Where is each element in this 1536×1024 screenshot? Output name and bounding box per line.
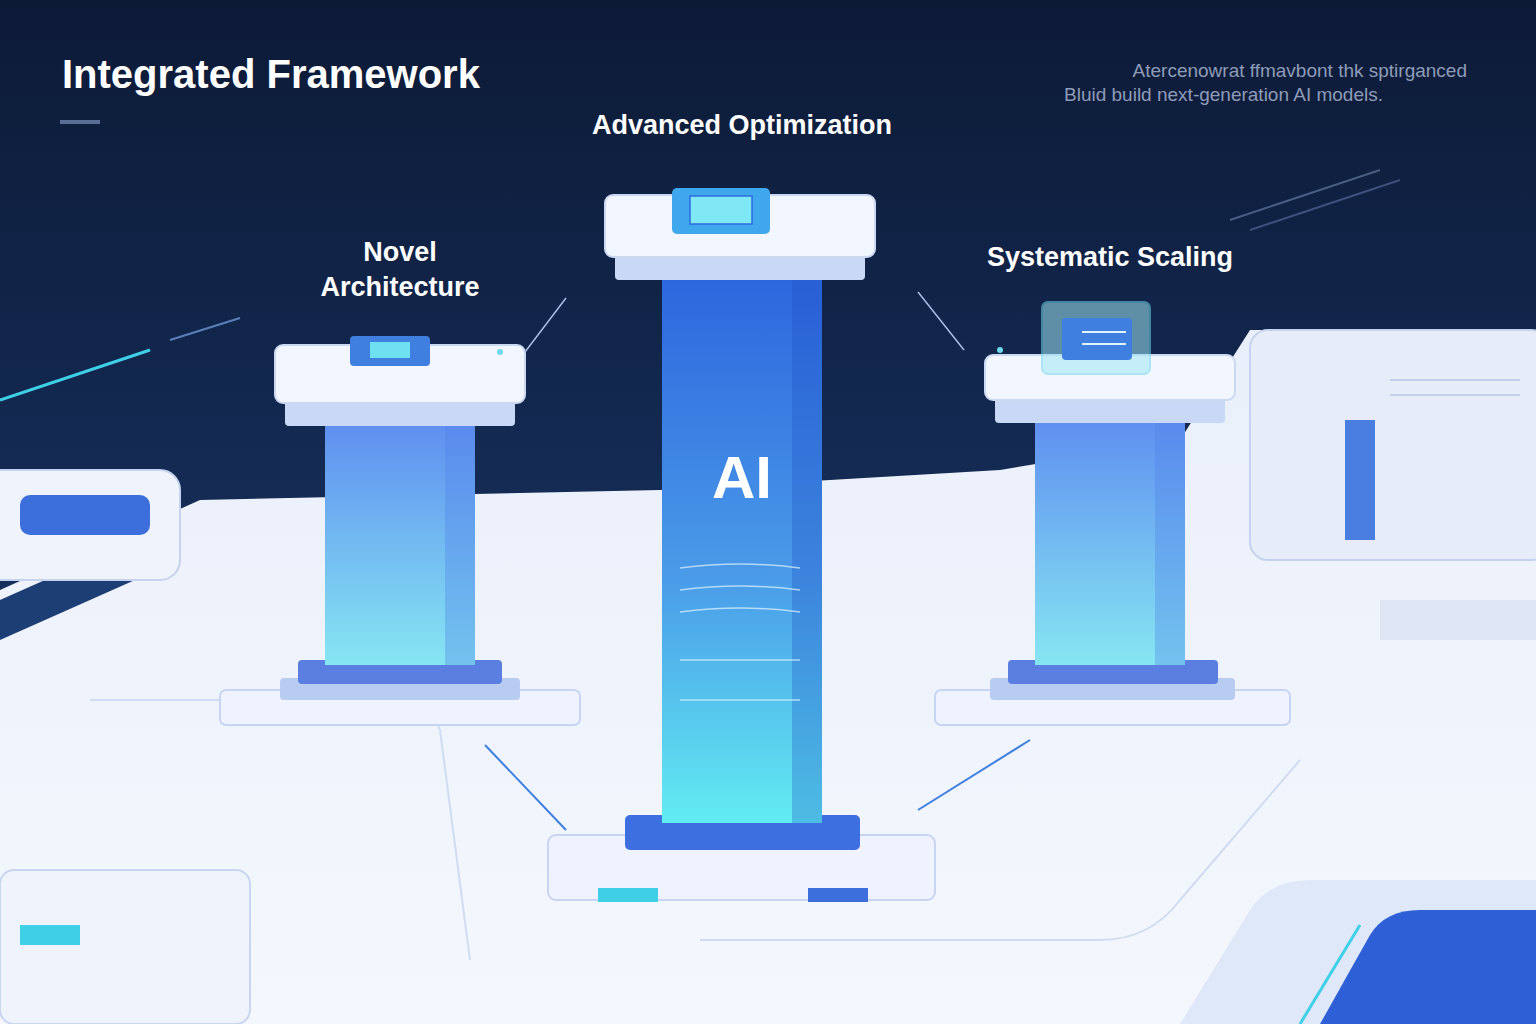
pillar-shade bbox=[1155, 420, 1185, 665]
side-panel bbox=[0, 870, 250, 1024]
panel-line bbox=[1390, 394, 1520, 396]
pillar-node: Systematic Scaling bbox=[964, 240, 1256, 740]
pillar-chip bbox=[690, 196, 752, 224]
link-dot bbox=[497, 349, 503, 355]
pillar-shaft bbox=[1035, 420, 1185, 665]
panel-stripe bbox=[1380, 600, 1536, 640]
diagram-title: Integrated Framework bbox=[62, 52, 480, 97]
pillar-link bbox=[525, 298, 566, 352]
corner-panel bbox=[1320, 910, 1536, 1024]
pillar-label: Systematic Scaling bbox=[970, 240, 1250, 275]
panel-slot bbox=[20, 495, 150, 535]
pillar-shaft bbox=[662, 278, 822, 823]
pillar-tab bbox=[808, 888, 868, 902]
pillar-shade bbox=[792, 278, 822, 823]
side-panel bbox=[1250, 330, 1536, 560]
pillar-chip bbox=[370, 342, 410, 358]
pillar-node: Novel Architecture bbox=[275, 235, 525, 745]
pillar-tab bbox=[598, 888, 658, 902]
pillar-link bbox=[918, 740, 1030, 810]
link-dot bbox=[997, 347, 1003, 353]
pillar-label: Advanced Optimization bbox=[572, 108, 912, 143]
deco-line bbox=[170, 318, 240, 340]
pillar-link bbox=[918, 292, 964, 350]
pillar-chip bbox=[1082, 331, 1126, 333]
panel-stripe bbox=[1345, 420, 1375, 540]
deco-line bbox=[0, 350, 150, 400]
pillar-chip bbox=[672, 188, 770, 234]
pillar-chip bbox=[1082, 343, 1126, 345]
side-panel bbox=[0, 470, 180, 580]
deco-line bbox=[1300, 925, 1360, 1024]
pillar-chip bbox=[350, 336, 430, 366]
pillar-lines bbox=[680, 564, 800, 700]
pillar-chip bbox=[1062, 318, 1132, 360]
corner-panel bbox=[1180, 880, 1536, 1024]
pillar-shade bbox=[445, 425, 475, 665]
deco-line bbox=[1250, 180, 1400, 230]
subtitle-note: Atercenowrat ffmavbont thk sptirganced bbox=[1133, 60, 1467, 82]
pillar-shaft bbox=[325, 425, 475, 665]
panel-line bbox=[1390, 379, 1520, 381]
pillar-link bbox=[485, 745, 566, 830]
pillar-label: Novel Architecture bbox=[295, 235, 505, 305]
subtitle-note: Bluid build next-generation AI models. bbox=[1064, 84, 1383, 106]
pillar-glass bbox=[1042, 302, 1150, 374]
title-dash bbox=[60, 120, 100, 124]
panel-slot bbox=[20, 925, 80, 945]
pillar-mark: AI bbox=[566, 443, 918, 512]
pillar-node: Advanced OptimizationAI bbox=[566, 108, 918, 930]
